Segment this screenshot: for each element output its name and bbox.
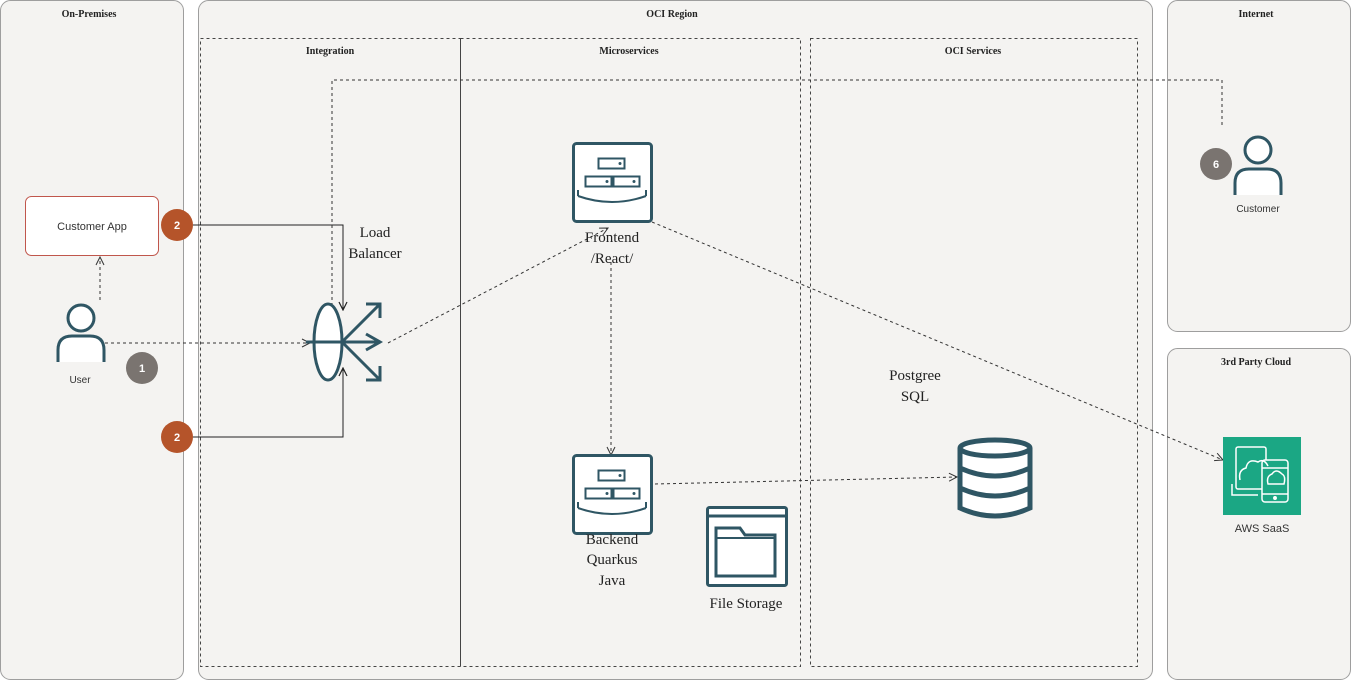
node-customer-app: Customer App — [25, 196, 159, 256]
node-load-balancer: Load Balancer — [306, 225, 402, 382]
microservice-icon — [572, 454, 653, 535]
zone-internet: Internet — [1167, 0, 1351, 332]
backend-label-1: Backend — [586, 532, 639, 548]
node-aws-saas: AWS SaaS — [1223, 437, 1301, 535]
microservice-icon — [572, 142, 653, 223]
node-backend: Backend Quarkus Java — [572, 454, 653, 589]
subzone-microservices: Microservices — [460, 38, 801, 667]
customer-label: Customer — [1236, 204, 1280, 215]
badge-step2-top: 2 — [161, 209, 193, 241]
subzone-integration: Integration — [200, 38, 461, 667]
zone-on-premises-label: On-Premises — [62, 9, 117, 20]
badge-step2-bottom: 2 — [161, 421, 193, 453]
svg-text:2: 2 — [174, 432, 180, 444]
zone-internet-label: Internet — [1239, 9, 1275, 20]
svg-text:1: 1 — [139, 363, 145, 375]
frontend-label-2: /React/ — [591, 251, 634, 267]
node-customer: Customer — [1233, 135, 1283, 215]
edge-backend-to-postgres — [654, 477, 957, 485]
load-balancer-label-2: Balancer — [348, 246, 401, 262]
edge-load-balancer-to-frontend — [387, 228, 608, 344]
postgres-label-2: SQL — [901, 389, 929, 405]
node-postgres: Postgree SQL — [889, 368, 1033, 519]
zone-oci-region-label: OCI Region — [646, 9, 698, 20]
load-balancer-icon — [306, 302, 384, 382]
aws-saas-label: AWS SaaS — [1235, 523, 1290, 535]
subzone-microservices-label: Microservices — [599, 46, 658, 57]
user-icon — [56, 303, 106, 362]
subzone-integration-label: Integration — [306, 46, 355, 57]
svg-text:6: 6 — [1213, 159, 1219, 171]
postgres-label-1: Postgree — [889, 368, 941, 384]
node-file-storage: File Storage — [706, 506, 788, 612]
edge-customer-to-load-balancer — [332, 79, 1223, 328]
load-balancer-label-1: Load — [360, 225, 391, 241]
backend-label-2: Quarkus — [587, 552, 638, 568]
user-icon — [1233, 135, 1283, 195]
edge-frontend-to-aws-saas — [651, 221, 1223, 460]
user-label: User — [69, 375, 91, 386]
edge-step2-top — [193, 224, 343, 310]
connectors — [100, 79, 1223, 485]
subzone-oci-services-label: OCI Services — [945, 46, 1001, 57]
node-user: User — [56, 303, 106, 386]
file-storage-icon — [706, 506, 788, 587]
backend-label-3: Java — [599, 573, 626, 589]
customer-app-label: Customer App — [57, 221, 127, 233]
saas-icon — [1231, 446, 1289, 503]
edge-step2-bottom — [193, 368, 343, 438]
badge-step6: 6 — [1200, 148, 1232, 180]
badge-step1: 1 — [126, 352, 158, 384]
svg-text:2: 2 — [174, 220, 180, 232]
node-frontend: Frontend /React/ — [572, 142, 653, 267]
zone-third-party-cloud-label: 3rd Party Cloud — [1221, 357, 1291, 368]
subzone-oci-services: OCI Services — [810, 38, 1138, 667]
file-storage-label: File Storage — [710, 596, 783, 612]
frontend-label-1: Frontend — [585, 230, 640, 246]
zone-oci-region: OCI Region — [198, 0, 1153, 680]
database-icon — [957, 437, 1033, 519]
